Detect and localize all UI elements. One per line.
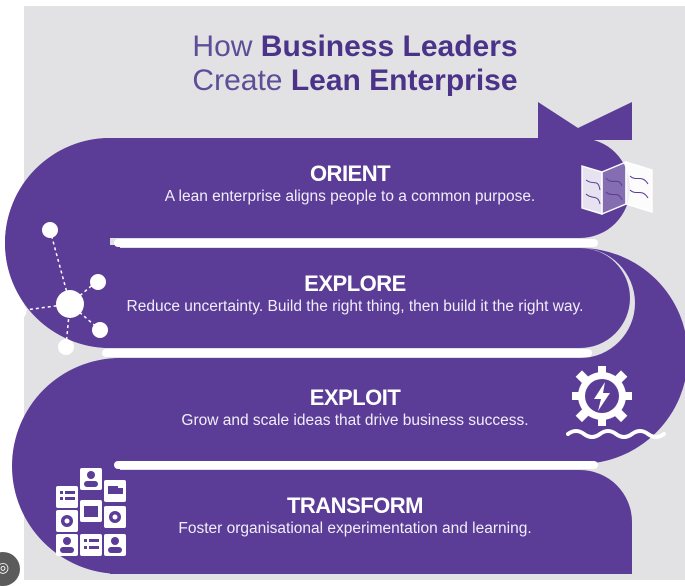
title-line-1-bold: Business Leaders [260,30,518,63]
title-line-2-light: Create [192,64,291,97]
network-icon [9,222,108,355]
separators [102,239,598,469]
step-description: Reduce uncertainty. Build the right thin… [126,298,584,315]
ribbon-band-orient [110,138,630,238]
step-heading: EXPLORE [304,271,406,296]
title-line-2-bold: Lean Enterprise [290,64,518,97]
step-heading: EXPLOIT [309,385,401,410]
map-icon [581,160,653,216]
ribbon-flag [538,102,632,140]
left-edge-strip [0,0,8,580]
step-description: A lean enterprise aligns people to a com… [164,188,536,205]
step-heading: ORIENT [309,161,391,186]
ribbon-band-exploit [67,358,590,464]
step-transform: TRANSFORM Foster organisational experime… [150,493,560,539]
title-line-1-light: How [192,30,261,63]
ribbon-band-transform [110,470,632,574]
step-description: Grow and scale ideas that drive business… [181,412,529,429]
ribbon-path [5,102,685,574]
title-line-2: Create Lean Enterprise [140,64,570,98]
step-description: Foster organisational experimentation an… [178,520,532,537]
step-heading: TRANSFORM [286,493,424,518]
step-explore: EXPLORE Reduce uncertainty. Build the ri… [100,271,610,317]
title-line-1: How Business Leaders [140,30,570,64]
step-exploit: EXPLOIT Grow and scale ideas that drive … [160,385,550,431]
lens-icon[interactable]: ◎ [0,552,20,586]
ribbon-band-explore [110,248,630,348]
org-grid-icon [56,468,126,556]
step-orient: ORIENT A lean enterprise aligns people t… [140,161,560,207]
